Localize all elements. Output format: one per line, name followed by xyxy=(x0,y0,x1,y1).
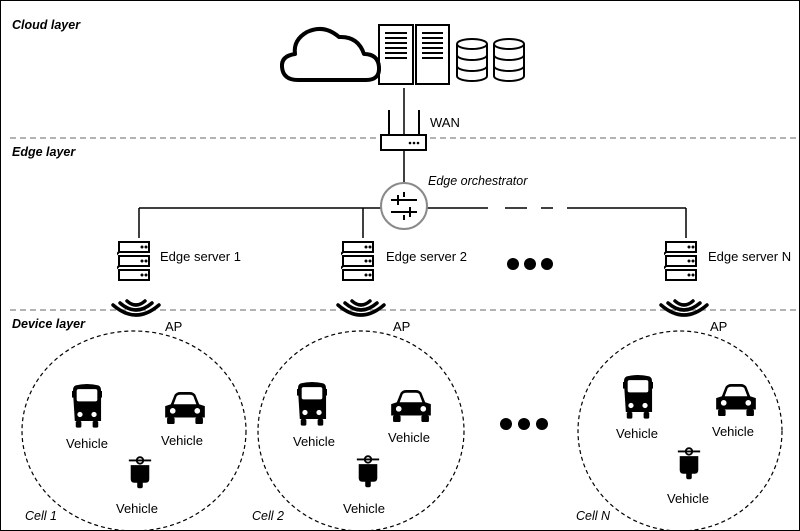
cloud-layer-title: Cloud layer xyxy=(12,18,81,32)
bus-icon xyxy=(72,383,102,428)
edge-server-1-icon xyxy=(117,241,150,281)
car-icon xyxy=(716,383,756,417)
ellipsis-servers xyxy=(507,258,553,270)
ap-label-2: AP xyxy=(393,319,410,334)
wan-label: WAN xyxy=(430,115,460,130)
vehicle-label: Vehicle xyxy=(66,436,108,451)
edge-server-n-label: Edge server N xyxy=(708,249,791,264)
distribution-line xyxy=(138,207,687,238)
database-icon xyxy=(456,38,525,82)
cloud-icon xyxy=(279,26,382,82)
vehicle-label: Vehicle xyxy=(388,430,430,445)
vehicle-label: Vehicle xyxy=(712,424,754,439)
edge-server-n-icon xyxy=(664,241,697,281)
cell-2-boundary xyxy=(257,330,465,531)
vehicle-label: Vehicle xyxy=(616,426,658,441)
ap-label-1: AP xyxy=(165,319,182,334)
scooter-icon xyxy=(676,447,702,480)
edge-server-2-icon xyxy=(341,241,374,281)
vehicle-label: Vehicle xyxy=(116,501,158,516)
car-icon xyxy=(391,389,431,423)
wireless-ap-icon-1 xyxy=(111,299,161,317)
server-tower-icon xyxy=(378,24,450,85)
edge-layer-title: Edge layer xyxy=(12,145,76,159)
edge-server-1-label: Edge server 1 xyxy=(160,249,241,264)
vehicle-label: Vehicle xyxy=(667,491,709,506)
orchestrator-label: Edge orchestrator xyxy=(428,174,528,188)
orchestrator-icon xyxy=(380,182,428,230)
device-layer-title: Device layer xyxy=(12,317,86,331)
ap-label-n: AP xyxy=(710,319,727,334)
vehicle-label: Vehicle xyxy=(293,434,335,449)
bus-icon xyxy=(623,374,653,419)
bus-icon xyxy=(297,381,327,426)
wireless-ap-icon-n xyxy=(659,299,709,317)
car-icon xyxy=(165,391,205,425)
vehicle-label: Vehicle xyxy=(343,501,385,516)
cell-1-label: Cell 1 xyxy=(25,509,57,523)
ellipsis-cells xyxy=(500,418,548,430)
cell-2-label: Cell 2 xyxy=(252,509,284,523)
cell-1-boundary xyxy=(21,330,247,531)
edge-server-2-label: Edge server 2 xyxy=(386,249,467,264)
cell-n-label: Cell N xyxy=(576,509,611,523)
scooter-icon xyxy=(355,455,381,488)
scooter-icon xyxy=(127,456,153,489)
cell-n-boundary xyxy=(577,330,783,531)
vehicle-label: Vehicle xyxy=(161,433,203,448)
wireless-ap-icon-2 xyxy=(336,299,386,317)
